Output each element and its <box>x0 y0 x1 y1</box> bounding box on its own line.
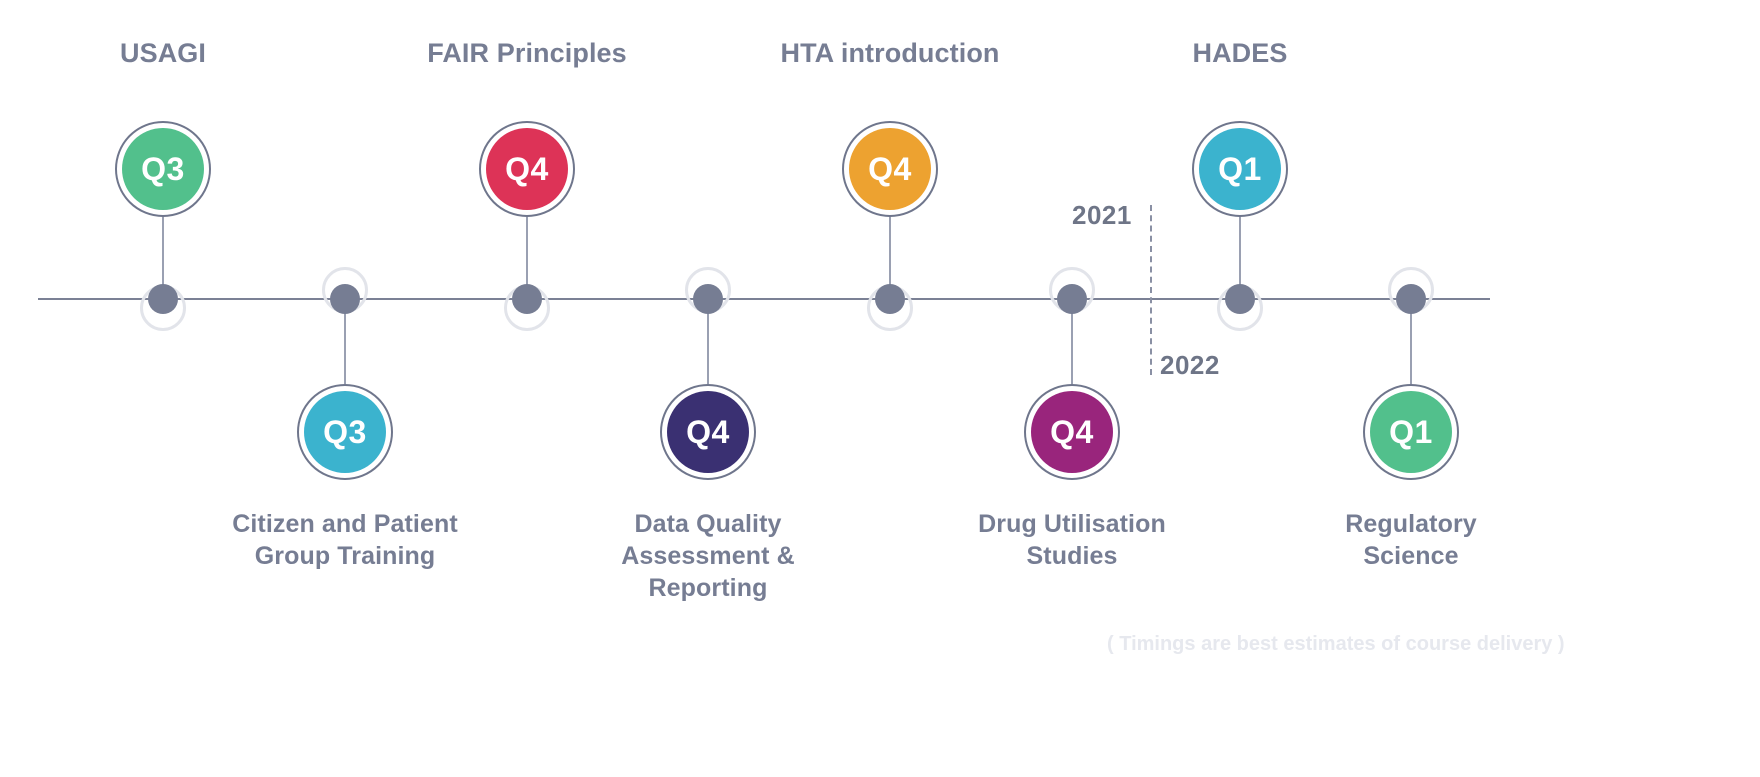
badge-quarter-label-hta-introduction: Q4 <box>849 128 931 210</box>
axis-node-hta-introduction[interactable] <box>875 284 905 314</box>
milestone-caption-drug-utilisation-studies: Drug Utilisation Studies <box>978 510 1166 570</box>
milestone-badge-regulatory-science[interactable]: Q1 <box>1363 384 1459 480</box>
badge-quarter-label-drug-utilisation-studies: Q4 <box>1031 391 1113 473</box>
milestone-caption-hades: HADES <box>1192 38 1288 68</box>
milestone-caption-data-quality-assessment-reporting: Data Quality Assessment & Reporting <box>621 510 795 602</box>
milestone-stem-citizen-patient-group-training <box>344 299 346 384</box>
milestone-caption-citizen-patient-group-training: Citizen and Patient Group Training <box>232 510 458 570</box>
milestone-caption-usagi: USAGI <box>119 38 206 68</box>
badge-quarter-label-regulatory-science: Q1 <box>1370 391 1452 473</box>
year-divider-dashed-line <box>1150 205 1152 375</box>
milestone-caption-regulatory-science: Regulatory Science <box>1345 510 1477 570</box>
milestone-badge-hades[interactable]: Q1 <box>1192 121 1288 217</box>
timeline-axis <box>38 298 1490 300</box>
milestone-stem-data-quality-assessment-reporting <box>707 299 709 384</box>
milestone-badge-drug-utilisation-studies[interactable]: Q4 <box>1024 384 1120 480</box>
badge-quarter-label-hades: Q1 <box>1199 128 1281 210</box>
milestone-stem-fair-principles <box>526 217 528 299</box>
milestone-caption-fair-principles: FAIR Principles <box>427 38 627 68</box>
milestone-badge-fair-principles[interactable]: Q4 <box>479 121 575 217</box>
axis-node-drug-utilisation-studies[interactable] <box>1057 284 1087 314</box>
milestone-stem-regulatory-science <box>1410 299 1412 384</box>
year-label-2022: 2022 <box>1160 350 1220 380</box>
axis-node-regulatory-science[interactable] <box>1396 284 1426 314</box>
milestone-badge-usagi[interactable]: Q3 <box>115 121 211 217</box>
footnote-text: ( Timings are best estimates of course d… <box>1107 633 1565 655</box>
axis-node-citizen-patient-group-training[interactable] <box>330 284 360 314</box>
milestone-stem-drug-utilisation-studies <box>1071 299 1073 384</box>
milestone-badge-hta-introduction[interactable]: Q4 <box>842 121 938 217</box>
axis-node-data-quality-assessment-reporting[interactable] <box>693 284 723 314</box>
milestone-caption-hta-introduction: HTA introduction <box>780 38 1000 68</box>
badge-quarter-label-citizen-patient-group-training: Q3 <box>304 391 386 473</box>
milestone-stem-hta-introduction <box>889 217 891 299</box>
year-label-2021: 2021 <box>1072 200 1132 230</box>
badge-quarter-label-data-quality-assessment-reporting: Q4 <box>667 391 749 473</box>
milestone-badge-citizen-patient-group-training[interactable]: Q3 <box>297 384 393 480</box>
badge-quarter-label-fair-principles: Q4 <box>486 128 568 210</box>
axis-node-usagi[interactable] <box>148 284 178 314</box>
axis-node-fair-principles[interactable] <box>512 284 542 314</box>
milestone-stem-hades <box>1239 217 1241 299</box>
milestone-badge-data-quality-assessment-reporting[interactable]: Q4 <box>660 384 756 480</box>
milestone-stem-usagi <box>162 217 164 299</box>
badge-quarter-label-usagi: Q3 <box>122 128 204 210</box>
axis-node-hades[interactable] <box>1225 284 1255 314</box>
